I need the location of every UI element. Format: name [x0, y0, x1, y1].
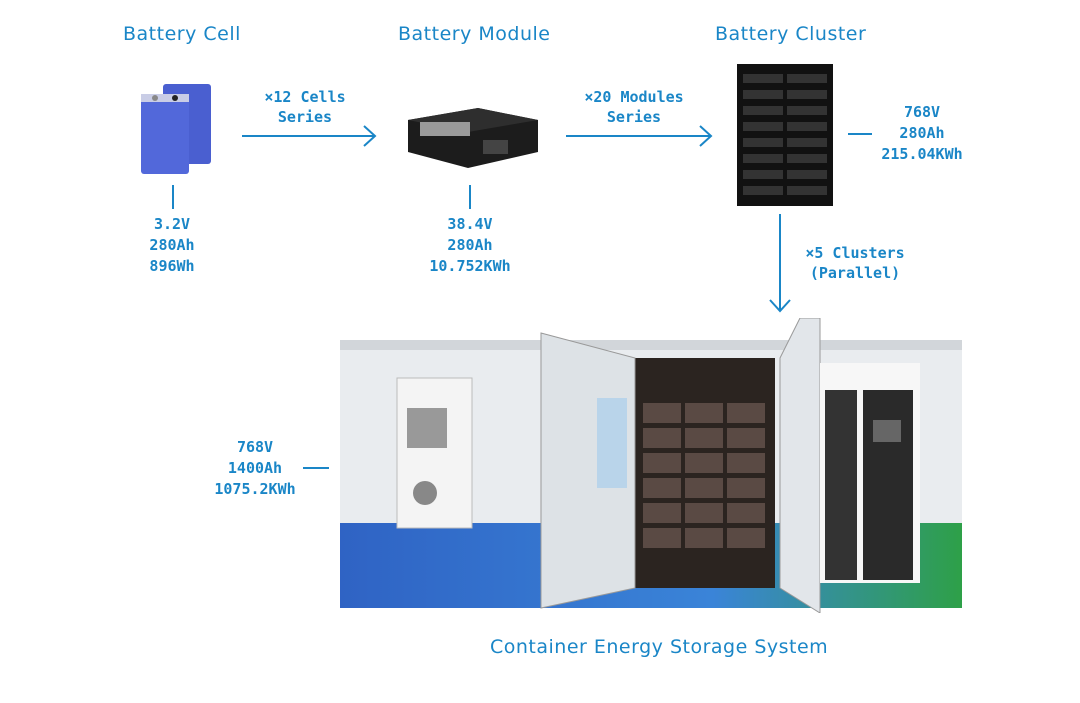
- container-image: [340, 318, 962, 613]
- arrow-cell-to-module: [242, 125, 377, 147]
- battery-cell-image: [141, 84, 211, 174]
- module-connector: [469, 185, 471, 209]
- cluster-connector: [848, 133, 872, 135]
- container-connector: [303, 467, 329, 469]
- container-title: Container Energy Storage System: [490, 636, 829, 658]
- cell-connector: [172, 185, 174, 209]
- arrow-module-to-cluster: [566, 125, 713, 147]
- battery-cluster-title: Battery Cluster: [715, 23, 867, 45]
- battery-cluster-image: [737, 64, 833, 206]
- battery-module-image: [408, 108, 538, 168]
- battery-cell-title: Battery Cell: [123, 23, 241, 45]
- battery-module-title: Battery Module: [398, 23, 551, 45]
- arrow-label-clusters-parallel: ×5 Clusters(Parallel): [805, 244, 905, 282]
- arrow-cluster-to-container: [769, 214, 791, 313]
